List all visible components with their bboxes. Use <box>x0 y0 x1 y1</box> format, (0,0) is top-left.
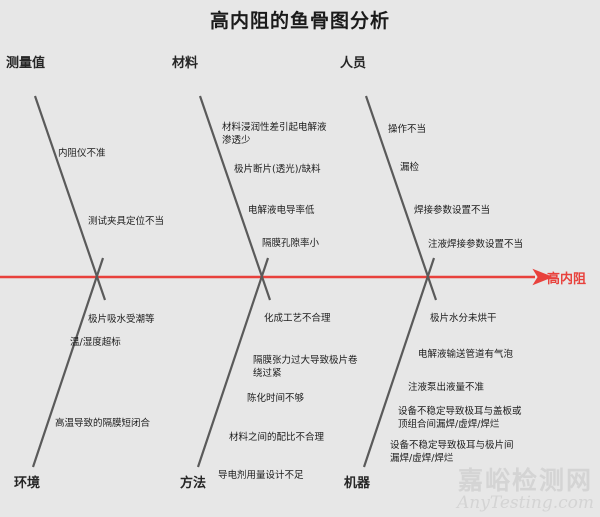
category-label-measurement: 测量值 <box>6 56 46 71</box>
category-label-personnel: 人员 <box>340 56 367 71</box>
cause-text: 材料之间的配比不合理 <box>229 432 325 443</box>
cause-text: 极片水分未烘干 <box>430 313 497 324</box>
category-label-material: 材料 <box>172 56 199 71</box>
cause-text: 内阻仪不准 <box>58 148 106 159</box>
effect-label: 高内阻 <box>547 272 587 287</box>
branch-line-material <box>198 95 272 301</box>
cause-text: 电解液电导率低 <box>248 205 315 216</box>
cause-text: 材料浸润性差引起电解液 渗透少 <box>222 122 327 146</box>
cause-text: 电解液输送管道有气泡 <box>418 349 514 360</box>
cause-text: 极片断片(透光)/缺料 <box>234 164 321 175</box>
cause-text: 焊接参数设置不当 <box>414 205 491 216</box>
cause-text: 设备不稳定导致极耳与盖板或 顶组合间漏焊/虚焊/焊烂 <box>398 406 522 430</box>
branch-line-measurement <box>33 95 107 301</box>
cause-text: 设备不稳定导致极耳与极片间 漏焊/虚焊/焊烂 <box>390 440 514 464</box>
cause-text: 陈化时间不够 <box>247 393 305 404</box>
category-label-machine: 机器 <box>344 476 371 491</box>
cause-text: 隔膜孔隙率小 <box>262 238 320 249</box>
cause-text: 操作不当 <box>388 124 427 135</box>
cause-text: 极片吸水受潮等 <box>88 314 155 325</box>
category-label-method: 方法 <box>180 476 207 491</box>
cause-text: 温/湿度超标 <box>70 337 121 348</box>
cause-text: 隔膜张力过大导致极片卷 绕过紧 <box>253 355 358 379</box>
category-label-environment: 环境 <box>14 476 41 491</box>
page-title: 高内阻的鱼骨图分析 <box>209 10 390 32</box>
cause-text: 注液焊接参数设置不当 <box>428 239 524 250</box>
branch-line-environment <box>31 257 105 468</box>
cause-text: 测试夹具定位不当 <box>88 216 165 227</box>
branch-line-machine <box>362 257 436 468</box>
branch-line-personnel <box>364 95 438 301</box>
cause-text: 化成工艺不合理 <box>264 313 331 324</box>
cause-text: 注液泵出液量不准 <box>408 382 485 393</box>
cause-text: 漏检 <box>400 162 420 173</box>
cause-text: 导电剂用量设计不足 <box>218 470 304 481</box>
branch-line-method <box>196 257 270 468</box>
cause-text: 高温导致的隔膜短闭合 <box>55 418 151 429</box>
